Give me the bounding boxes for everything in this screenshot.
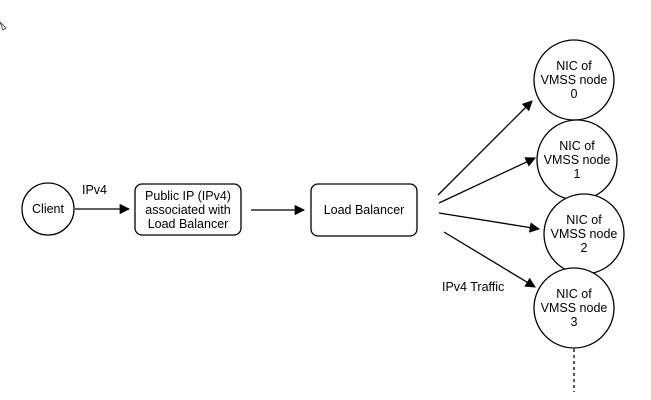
- public-ip-label: Public IP (IPv4) associated with Load Ba…: [145, 188, 231, 231]
- edge-lb-to-nic2: [438, 212, 541, 233]
- nic2-label: NIC of VMSS node 2: [550, 213, 618, 255]
- edge-label-ipv4-traffic: IPv4 Traffic: [442, 280, 505, 294]
- cursor-icon: [0, 21, 7, 31]
- edge-lb-to-nic1: [438, 157, 536, 204]
- edge-lb-to-nic0: [437, 100, 533, 196]
- client-node: [21, 182, 75, 236]
- load-balancer-node: [310, 183, 418, 237]
- client-label: Client: [32, 202, 64, 216]
- load-balancer-label: Load Balancer: [323, 203, 405, 217]
- edge-lb-to-nic3: [443, 231, 536, 288]
- nic0-label: NIC of VMSS node 0: [540, 59, 608, 101]
- public-ip-node: [134, 183, 242, 236]
- edge-label-ipv4: IPv4: [82, 183, 108, 197]
- nic1-label: NIC of VMSS node 1: [543, 139, 611, 181]
- nic3-node: [533, 267, 615, 349]
- nic3-label: NIC of VMSS node 3: [540, 287, 608, 329]
